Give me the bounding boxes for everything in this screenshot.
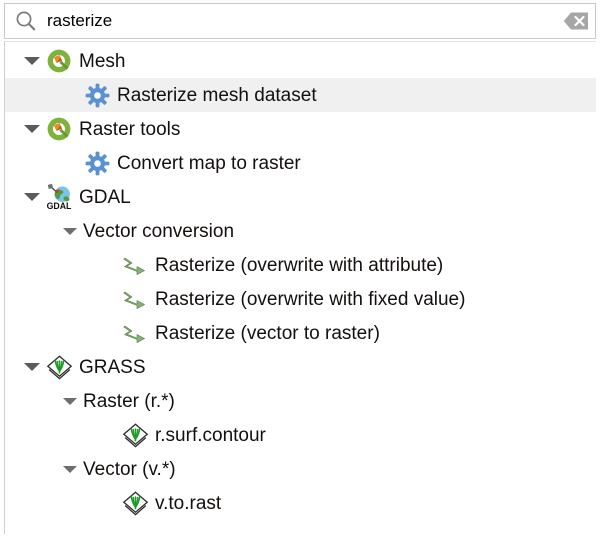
search-bar[interactable]: [4, 3, 596, 39]
grass-icon: [121, 489, 149, 517]
tree-item[interactable]: GDAL GDAL: [5, 180, 596, 214]
green-arrow-icon: [121, 319, 149, 347]
gear-icon: [83, 149, 111, 177]
tree-item-label: Rasterize mesh dataset: [117, 84, 317, 106]
expand-triangle-icon[interactable]: [19, 363, 45, 371]
grass-icon: [45, 353, 73, 381]
expand-triangle-icon[interactable]: [19, 193, 45, 201]
tree-item-label: Raster tools: [79, 118, 181, 140]
tree-item[interactable]: Rasterize (vector to raster): [5, 316, 596, 350]
tree-item[interactable]: r.surf.contour: [5, 418, 596, 452]
expand-triangle-icon[interactable]: [57, 227, 83, 235]
tree-item[interactable]: GRASS: [5, 350, 596, 384]
tree-item-label: Raster (r.*): [83, 390, 175, 412]
green-arrow-icon: [121, 251, 149, 279]
svg-text:GDAL: GDAL: [47, 201, 72, 211]
tree-item-label: Vector conversion: [83, 220, 235, 242]
algorithm-tree[interactable]: Mesh Rasterize mesh dataset Raster tools: [4, 41, 596, 534]
tree-item-label: Rasterize (overwrite with attribute): [155, 254, 444, 276]
search-input[interactable]: [41, 6, 562, 36]
tree-item[interactable]: Raster tools: [5, 112, 596, 146]
tree-item[interactable]: Rasterize (overwrite with attribute): [5, 248, 596, 282]
clear-search-button[interactable]: [562, 10, 590, 32]
tree-item-label: Mesh: [79, 50, 126, 72]
tree-item[interactable]: Rasterize mesh dataset: [5, 78, 596, 112]
tree-item[interactable]: Mesh: [5, 44, 596, 78]
search-icon: [11, 6, 41, 36]
tree-item[interactable]: Convert map to raster: [5, 146, 596, 180]
green-arrow-icon: [121, 285, 149, 313]
tree-item-label: r.surf.contour: [155, 424, 266, 446]
tree-item[interactable]: Raster (r.*): [5, 384, 596, 418]
tree-item[interactable]: Rasterize (overwrite with fixed value): [5, 282, 596, 316]
tree-item[interactable]: Vector conversion: [5, 214, 596, 248]
tree-item-label: Vector (v.*): [83, 458, 176, 480]
tree-item[interactable]: v.to.rast: [5, 486, 596, 520]
tree-item-label: GRASS: [79, 356, 146, 378]
expand-triangle-icon[interactable]: [19, 57, 45, 65]
qgis-logo-icon: [45, 115, 73, 143]
qgis-logo-icon: [45, 47, 73, 75]
tree-item-label: v.to.rast: [155, 492, 222, 514]
gdal-icon: GDAL: [45, 183, 73, 211]
tree-item-label: Convert map to raster: [117, 152, 301, 174]
tree-item-label: Rasterize (vector to raster): [155, 322, 380, 344]
expand-triangle-icon[interactable]: [19, 125, 45, 133]
tree-item-label: Rasterize (overwrite with fixed value): [155, 288, 466, 310]
gear-icon: [83, 81, 111, 109]
expand-triangle-icon[interactable]: [57, 397, 83, 405]
grass-icon: [121, 421, 149, 449]
tree-item[interactable]: Vector (v.*): [5, 452, 596, 486]
expand-triangle-icon[interactable]: [57, 465, 83, 473]
tree-item-label: GDAL: [79, 186, 131, 208]
